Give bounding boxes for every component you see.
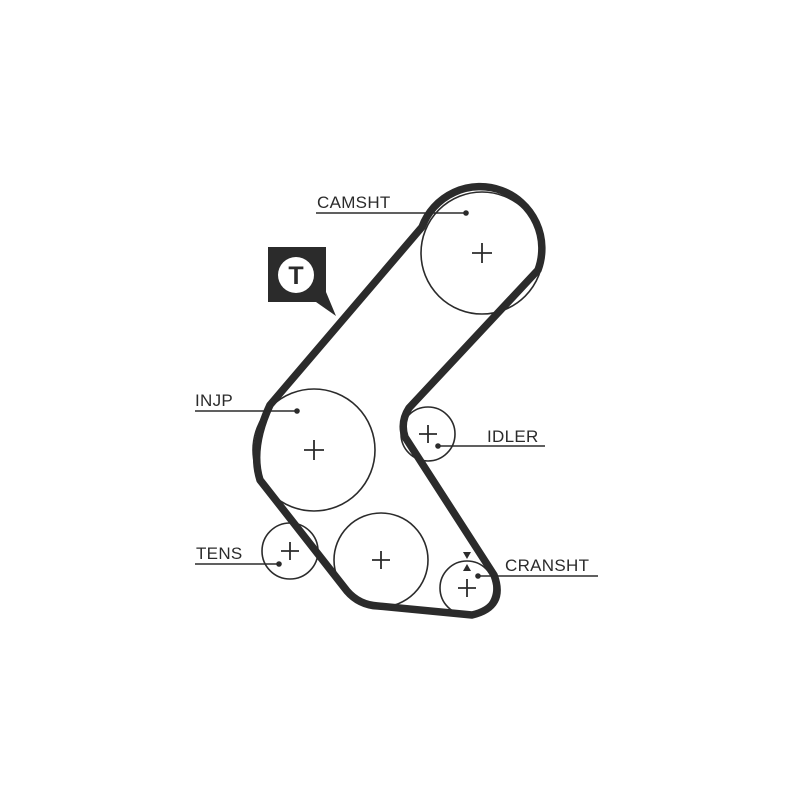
injection-pump-label: INJP <box>195 391 233 410</box>
crankshaft-pulley <box>439 560 495 616</box>
crankshaft-leader <box>475 573 598 579</box>
timing-belt <box>252 182 546 619</box>
idler-label: IDLER <box>487 427 539 446</box>
tensioner-pulley <box>261 522 319 580</box>
tensioner-label: TENS <box>196 544 243 563</box>
intermediate-pulley <box>333 512 429 608</box>
tensioner-badge-icon: T <box>268 247 336 316</box>
injection-pump-leader <box>195 408 300 414</box>
idler-pulley <box>400 406 456 462</box>
tensioner-leader <box>195 561 282 567</box>
injection-pump-pulley <box>252 388 376 512</box>
camshaft-leader <box>316 210 469 216</box>
camshaft-label: CAMSHT <box>317 193 391 212</box>
camshaft-pulley <box>420 191 544 315</box>
idler-leader <box>435 443 545 449</box>
crankshaft-timing-mark <box>463 552 471 571</box>
badge-letter: T <box>288 262 303 290</box>
crankshaft-label: CRANSHT <box>505 556 589 575</box>
